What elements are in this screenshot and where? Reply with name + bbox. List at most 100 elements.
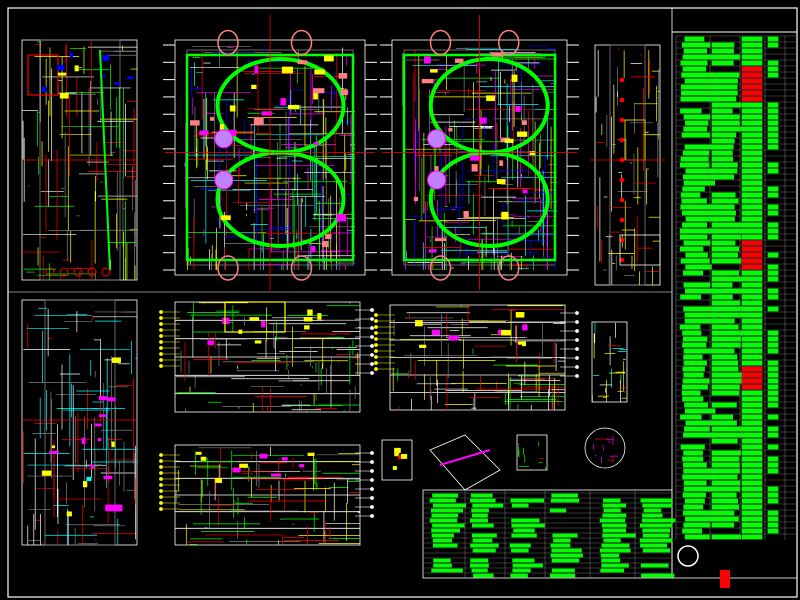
- rect-mark: [767, 186, 779, 192]
- rect-mark: [680, 204, 712, 210]
- rect-mark: [679, 234, 708, 240]
- rect-mark: [711, 108, 733, 114]
- rect-mark: [111, 357, 121, 363]
- rect-mark: [711, 354, 738, 360]
- rect-mark: [711, 246, 740, 252]
- rect-mark: [681, 72, 714, 78]
- rect-mark: [711, 102, 742, 108]
- rect-mark: [741, 378, 763, 384]
- rect-mark: [767, 264, 779, 270]
- rect-mark: [259, 453, 268, 459]
- rect-mark: [297, 60, 308, 65]
- rect-mark: [317, 313, 322, 320]
- rect-mark: [81, 437, 86, 445]
- rect-mark: [741, 162, 763, 168]
- rect-mark: [711, 210, 736, 216]
- rect-mark: [682, 270, 704, 276]
- rect-mark: [454, 58, 464, 63]
- rect-mark: [684, 408, 716, 414]
- rect-mark: [680, 444, 705, 450]
- rect-mark: [280, 98, 287, 106]
- rect-mark: [195, 451, 202, 455]
- rect-mark: [602, 528, 627, 533]
- rect-mark: [229, 105, 236, 112]
- circle-mark: [159, 495, 163, 499]
- rect-mark: [683, 240, 711, 246]
- rect-mark: [199, 130, 209, 135]
- rect-mark: [470, 543, 499, 548]
- rect-mark: [680, 192, 701, 198]
- detail-views-row: [381, 427, 626, 491]
- rect-mark: [86, 476, 92, 482]
- rect-mark: [210, 116, 214, 121]
- rect-mark: [682, 330, 702, 336]
- rect-mark: [321, 241, 329, 248]
- rect-mark: [741, 426, 763, 432]
- section-view-c: [159, 444, 374, 546]
- rect-mark: [741, 240, 763, 246]
- circle-mark: [370, 326, 374, 330]
- rect-mark: [491, 52, 504, 57]
- circle-mark: [159, 346, 163, 350]
- rect-mark: [741, 282, 763, 288]
- rect-mark: [711, 324, 739, 330]
- rect-mark: [741, 516, 763, 522]
- rect-mark: [310, 245, 316, 253]
- eye-bolt: [429, 255, 452, 281]
- rect-mark: [114, 82, 120, 85]
- rect-mark: [510, 498, 545, 503]
- rect-mark: [685, 264, 712, 270]
- rect-mark: [711, 84, 738, 90]
- rect-mark: [303, 317, 313, 322]
- rect-mark: [431, 508, 464, 513]
- rect-mark: [549, 508, 567, 513]
- rect-mark: [711, 72, 740, 78]
- rect-mark: [521, 341, 526, 347]
- circle-mark: [427, 170, 447, 190]
- eye-bolt: [290, 29, 313, 56]
- circle-mark: [87, 267, 97, 277]
- rect-mark: [680, 414, 702, 420]
- rect-mark: [74, 65, 79, 72]
- rect-mark: [711, 234, 742, 240]
- rect-mark: [711, 252, 739, 258]
- rect-mark: [682, 396, 704, 402]
- circle-mark: [370, 353, 374, 357]
- rect-mark: [711, 474, 738, 480]
- circle-mark: [619, 77, 625, 83]
- circle-mark: [374, 349, 378, 353]
- rect-mark: [683, 174, 715, 180]
- rect-mark: [434, 238, 447, 242]
- title-block: [677, 545, 730, 588]
- rect-mark: [207, 340, 215, 346]
- rect-mark: [741, 462, 763, 468]
- rect-mark: [429, 249, 437, 253]
- circle-mark: [370, 460, 374, 464]
- circle-mark: [159, 322, 163, 326]
- rect-mark: [683, 180, 715, 186]
- rect-mark: [215, 477, 223, 483]
- rect-mark: [57, 72, 67, 76]
- rect-mark: [767, 330, 779, 336]
- rect-mark: [470, 155, 481, 161]
- rect-mark: [767, 288, 779, 294]
- rect-mark: [414, 320, 423, 327]
- rect-mark: [741, 78, 763, 84]
- rect-mark: [741, 324, 763, 330]
- circle-mark: [575, 338, 579, 342]
- rect-mark: [682, 378, 710, 384]
- rect-mark: [550, 543, 571, 548]
- rect-mark: [711, 222, 742, 228]
- rect-mark: [767, 456, 779, 462]
- rect-mark: [741, 42, 763, 48]
- rect-mark: [641, 573, 675, 578]
- rect-mark: [684, 426, 710, 432]
- rect-mark: [767, 306, 779, 312]
- rect-mark: [682, 150, 710, 156]
- rect-mark: [741, 306, 763, 312]
- rect-mark: [711, 426, 744, 432]
- rect-mark: [472, 548, 496, 553]
- rect-mark: [684, 402, 708, 408]
- rect-mark: [711, 516, 739, 522]
